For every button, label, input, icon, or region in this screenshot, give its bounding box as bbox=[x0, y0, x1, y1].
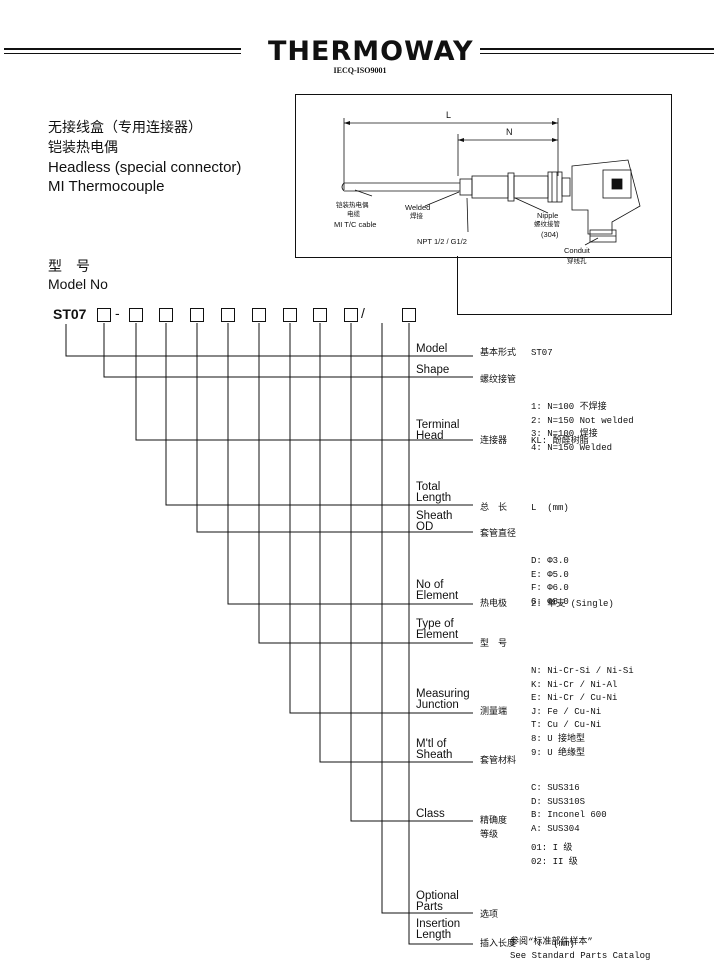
field-type-of-element-zh: 型 号 bbox=[480, 639, 508, 649]
npt-label: NPT 1/2 / G1/2 bbox=[417, 237, 467, 246]
code-box-type-of-element bbox=[252, 308, 266, 322]
model-no-label-zh: 型 号 bbox=[48, 259, 90, 275]
model-no-label-en: Model No bbox=[48, 276, 108, 292]
code-box-sheath-material bbox=[313, 308, 327, 322]
field-no-of-element-zh: 热电极 bbox=[480, 599, 508, 609]
field-terminal-head-zh: 连接器 bbox=[480, 436, 508, 446]
cable-zh-label-1: 铠装热电偶 bbox=[336, 201, 369, 209]
conduit-zh-label: 穿线孔 bbox=[567, 257, 587, 265]
field-sheath-material-zh: 套管材料 bbox=[480, 756, 517, 766]
code-box-total-length bbox=[159, 308, 173, 322]
header-rule-right-bottom bbox=[480, 53, 714, 54]
dim-L-label: L bbox=[446, 110, 452, 120]
code-box-measuring-junction bbox=[283, 308, 297, 322]
field-shape-en: Shape bbox=[416, 364, 450, 376]
dim-N-label: N bbox=[506, 127, 513, 137]
code-dash: - bbox=[115, 305, 120, 321]
title-zh-line1: 无接线盒（专用连接器） bbox=[48, 120, 202, 136]
header-rule-left-bottom bbox=[4, 53, 241, 54]
code-box-terminal-head bbox=[129, 308, 143, 322]
title-en-line1: Headless (special connector) bbox=[48, 159, 242, 176]
brand-logo: THERMOWAY IECQ-ISO9001 bbox=[268, 36, 474, 76]
welded-zh-label: 焊接 bbox=[410, 212, 423, 220]
field-insertion-length-zh: 插入长度 bbox=[480, 939, 517, 949]
field-total-length-zh: 总 长 bbox=[480, 503, 508, 513]
cable-en-label: MI T/C cable bbox=[334, 220, 377, 229]
product-title: 无接线盒（专用连接器） 铠装热电偶 Headless (special conn… bbox=[48, 118, 241, 196]
field-measuring-junction-zh: 测量端 bbox=[480, 707, 508, 717]
model-code: ST07 bbox=[53, 306, 87, 322]
field-class-zh: 精确度等级 bbox=[480, 816, 508, 840]
code-box-class bbox=[344, 308, 358, 322]
code-slash: / bbox=[361, 305, 365, 321]
field-no-of-element-values: 2: 单支 (Single) bbox=[531, 599, 614, 609]
title-en-line2: MI Thermocouple bbox=[48, 178, 165, 195]
code-box-no-of-element bbox=[221, 308, 235, 322]
field-sheath-od-zh: 套管直径 bbox=[480, 529, 517, 539]
certification-label: IECQ-ISO9001 bbox=[333, 66, 387, 75]
field-model-zh: 基本形式 bbox=[480, 348, 517, 358]
code-box-shape bbox=[97, 308, 111, 322]
code-box-sheath-od bbox=[190, 308, 204, 322]
conduit-en-label: Conduit bbox=[564, 246, 590, 255]
product-diagram bbox=[295, 94, 672, 258]
field-optional-parts-zh: 选项 bbox=[480, 910, 499, 920]
header-rule-right-top bbox=[480, 48, 714, 50]
field-insertion-length-values: ℓ (mm) bbox=[537, 939, 575, 949]
product-diagram-extension bbox=[457, 256, 672, 315]
field-class-en: Class bbox=[416, 808, 445, 820]
nipple-material-label: (304) bbox=[541, 230, 559, 239]
title-zh-line2: 铠装热电偶 bbox=[48, 140, 118, 156]
cable-zh-label-2: 电缆 bbox=[347, 210, 360, 218]
field-model-values: ST07 bbox=[531, 348, 553, 358]
nipple-en-label: Nipple bbox=[537, 211, 559, 220]
welded-en-label: Welded bbox=[405, 203, 431, 212]
code-box-insertion-length bbox=[402, 308, 416, 322]
nipple-zh-label: 螺纹接管 bbox=[534, 220, 560, 228]
field-terminal-head-values: KL: 酚醛树脂 bbox=[531, 436, 589, 446]
header-rule-left-top bbox=[4, 48, 241, 50]
brand-name: THERMOWAY bbox=[268, 36, 474, 67]
field-model-en: Model bbox=[416, 343, 448, 355]
field-total-length-values: L (mm) bbox=[531, 503, 569, 513]
field-shape-zh: 螺纹接管 bbox=[480, 375, 517, 385]
field-optional-parts-values: 参阅“标准部件样本”See Standard Parts Catalog bbox=[510, 937, 651, 961]
